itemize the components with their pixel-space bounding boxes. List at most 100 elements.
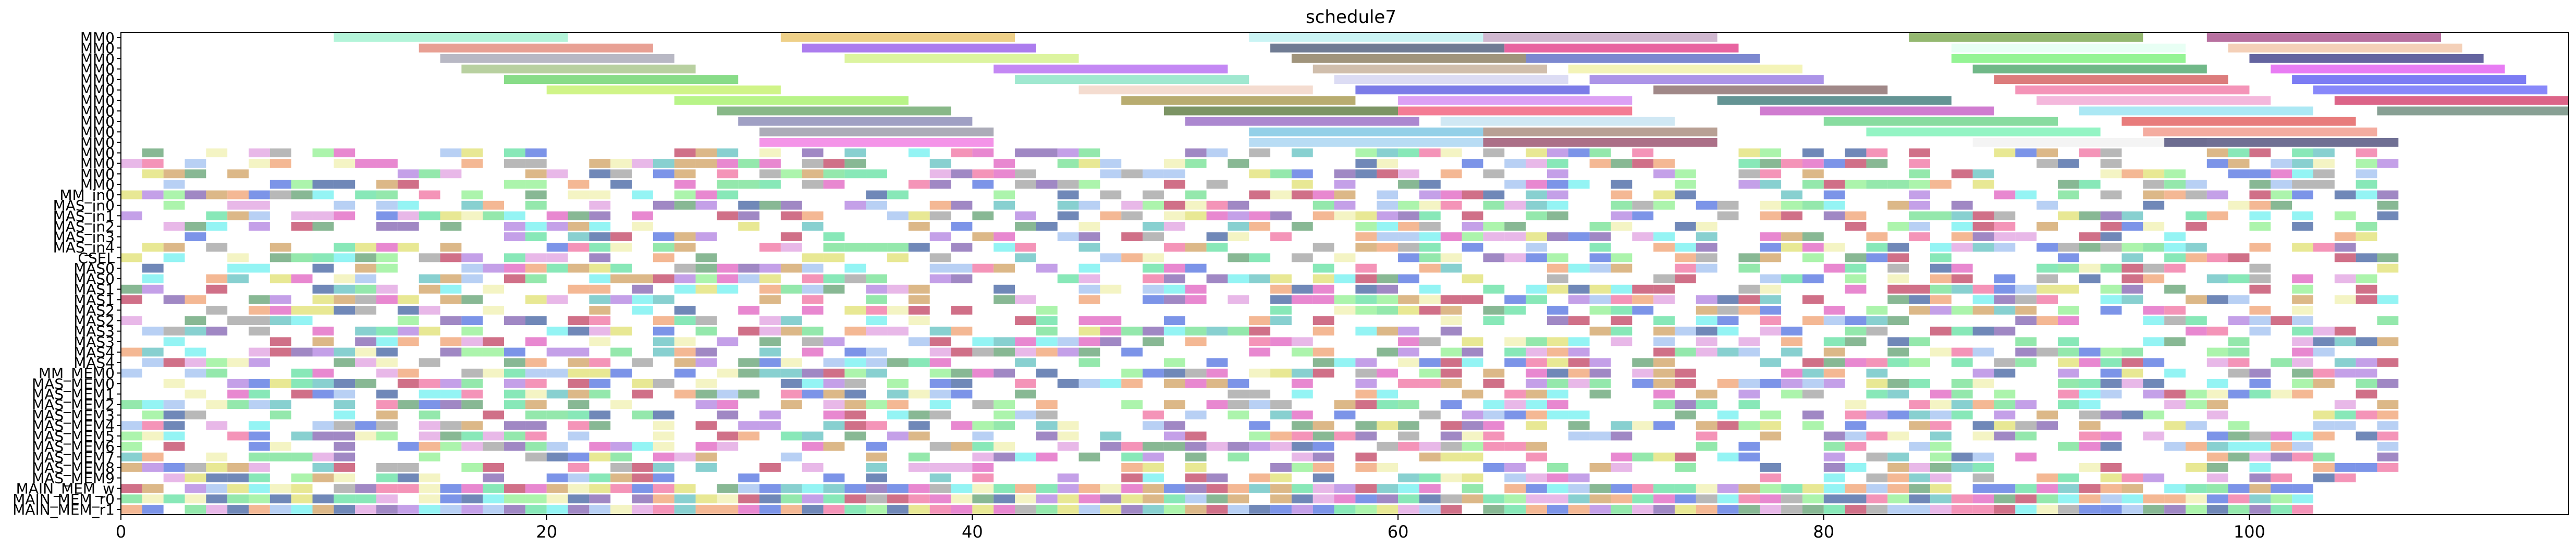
task-block bbox=[1291, 284, 1313, 294]
task-block bbox=[227, 463, 249, 472]
task-block bbox=[929, 390, 951, 398]
task-block bbox=[866, 421, 888, 430]
task-block bbox=[1483, 253, 1505, 263]
task-block bbox=[2271, 190, 2292, 199]
task-block bbox=[1504, 306, 1526, 315]
task-block bbox=[163, 201, 185, 210]
task-block bbox=[759, 284, 781, 294]
task-block bbox=[525, 505, 547, 514]
task-block bbox=[2100, 442, 2122, 451]
task-block bbox=[1717, 494, 1739, 504]
task-block bbox=[1909, 421, 1930, 430]
task-block bbox=[121, 295, 142, 304]
task-block bbox=[1163, 494, 1185, 504]
task-block bbox=[1632, 159, 1654, 168]
task-block bbox=[1589, 264, 1611, 273]
task-block bbox=[802, 379, 824, 388]
task-block bbox=[1994, 400, 2016, 409]
task-block bbox=[2292, 274, 2313, 283]
task-block bbox=[1547, 400, 1568, 409]
task-block bbox=[1163, 201, 1185, 210]
task-block bbox=[1078, 180, 1100, 189]
task-block bbox=[121, 190, 142, 199]
task-block bbox=[568, 494, 590, 504]
task-block bbox=[2377, 431, 2399, 441]
task-block bbox=[972, 442, 994, 451]
task-block bbox=[1057, 274, 1079, 283]
task-block bbox=[1823, 264, 1845, 273]
task-block bbox=[419, 390, 440, 398]
task-block bbox=[2292, 505, 2313, 514]
task-block bbox=[1951, 201, 1973, 210]
task-block bbox=[1951, 505, 1973, 514]
task-block bbox=[1143, 274, 1164, 283]
task-block bbox=[1589, 159, 1611, 168]
task-block bbox=[461, 442, 483, 451]
task-block bbox=[2100, 232, 2122, 241]
task-block bbox=[844, 494, 866, 504]
task-block bbox=[1547, 169, 1568, 179]
task-block bbox=[1696, 221, 1718, 231]
task-block bbox=[1355, 148, 1377, 157]
task-block bbox=[2185, 484, 2207, 493]
task-block bbox=[2037, 421, 2058, 430]
task-block bbox=[568, 180, 590, 189]
task-block bbox=[1930, 243, 1952, 252]
task-block bbox=[163, 379, 185, 388]
task-block bbox=[1228, 159, 1249, 168]
task-block bbox=[2143, 410, 2165, 420]
task-block bbox=[1377, 306, 1399, 315]
task-block bbox=[185, 484, 206, 493]
task-block bbox=[1823, 494, 1845, 504]
task-block bbox=[1270, 463, 1292, 472]
task-block bbox=[738, 431, 760, 441]
task-block bbox=[440, 253, 462, 263]
task-block bbox=[1398, 358, 1419, 367]
task-block bbox=[185, 169, 206, 179]
task-block bbox=[2079, 484, 2101, 493]
task-block bbox=[2228, 421, 2250, 430]
task-block bbox=[249, 159, 270, 168]
task-block bbox=[227, 201, 249, 210]
x-tick-label: 80 bbox=[1813, 522, 1834, 542]
task-block bbox=[1036, 148, 1058, 157]
task-bar bbox=[1483, 138, 1718, 147]
task-block bbox=[2377, 253, 2399, 263]
task-block bbox=[738, 221, 760, 231]
task-block bbox=[1377, 390, 1399, 398]
task-block bbox=[1760, 494, 1782, 504]
task-block bbox=[1909, 379, 1930, 388]
task-block bbox=[908, 463, 930, 472]
task-block bbox=[440, 295, 462, 304]
task-block bbox=[1823, 306, 1845, 315]
task-block bbox=[2271, 159, 2292, 168]
task-block bbox=[2334, 337, 2356, 346]
task-block bbox=[1419, 379, 1441, 388]
task-block bbox=[568, 211, 590, 220]
task-block bbox=[546, 484, 568, 493]
task-block bbox=[1526, 505, 1547, 514]
task-block bbox=[461, 190, 483, 199]
x-tick-label: 60 bbox=[1388, 522, 1409, 542]
task-block bbox=[312, 473, 334, 482]
task-block bbox=[269, 243, 291, 252]
task-block bbox=[1334, 431, 1356, 441]
task-block bbox=[1398, 473, 1419, 482]
task-block bbox=[1036, 347, 1058, 357]
task-block bbox=[1419, 180, 1441, 189]
task-block bbox=[866, 473, 888, 482]
task-block bbox=[1568, 316, 1590, 326]
task-block bbox=[674, 201, 696, 210]
task-bar bbox=[1163, 106, 1399, 116]
task-block bbox=[1823, 180, 1845, 189]
y-tick-label: MAS4 bbox=[73, 344, 115, 361]
task-block bbox=[1823, 473, 1845, 482]
task-block bbox=[1760, 201, 1782, 210]
task-block bbox=[1887, 463, 1909, 472]
task-block bbox=[1249, 442, 1271, 451]
task-block bbox=[1398, 379, 1419, 388]
task-block bbox=[461, 505, 483, 514]
task-block bbox=[1312, 243, 1334, 252]
task-block bbox=[1972, 284, 1994, 294]
task-block bbox=[589, 253, 611, 263]
